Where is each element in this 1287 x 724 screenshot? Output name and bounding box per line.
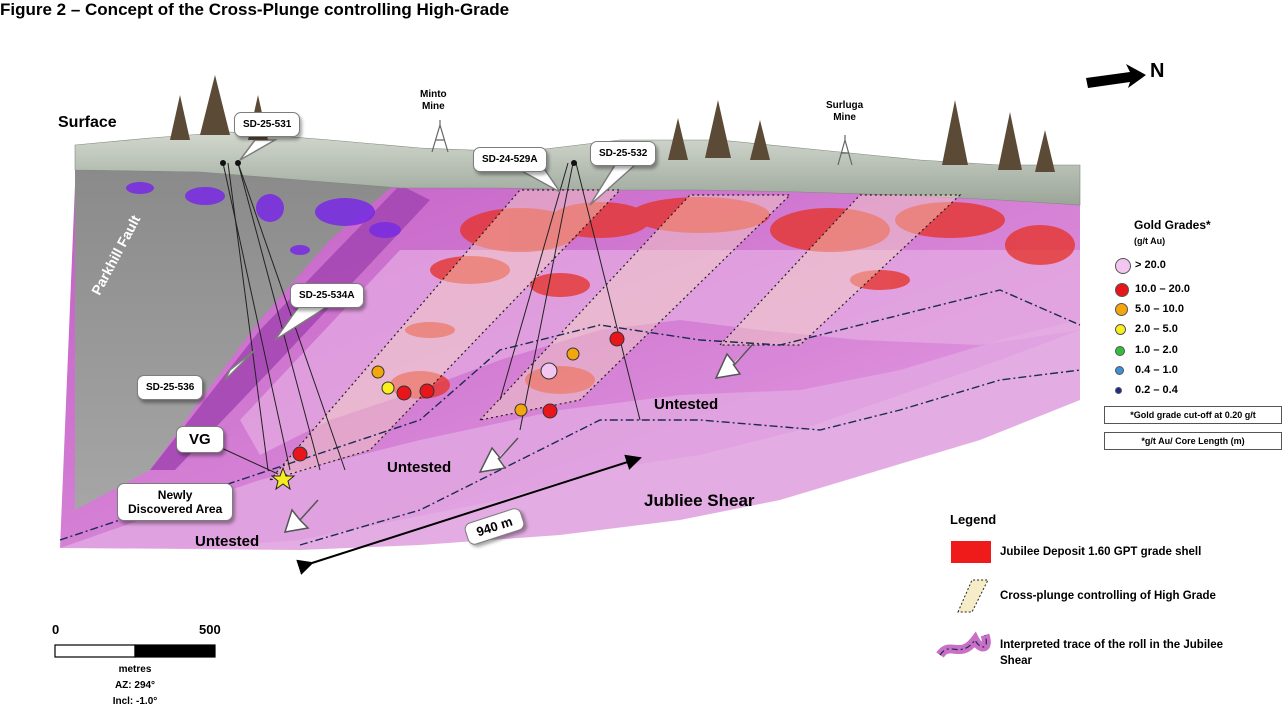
grade-legend-title: Gold Grades* (1134, 218, 1211, 232)
grade-dot (1115, 258, 1131, 274)
azimuth: AZ: 294° (75, 680, 195, 691)
grade-legend-item: > 20.0 (1135, 258, 1166, 272)
legend-cross-plunge: Cross-plunge controlling of High Grade (1000, 588, 1216, 604)
grade-unit-note: *g/t Au/ Core Length (m) (1104, 432, 1282, 450)
untested-label-3: Untested (654, 396, 718, 413)
untested-label-1: Untested (195, 533, 259, 550)
grade-legend-item: 1.0 – 2.0 (1135, 343, 1178, 357)
drillhole-callout: SD-25-532 (590, 141, 656, 166)
drillhole-callout: SD-25-536 (137, 375, 203, 400)
grade-legend-item: 0.4 – 1.0 (1135, 363, 1178, 377)
grade-legend-item: 0.2 – 0.4 (1135, 383, 1178, 397)
legend-title: Legend (950, 512, 996, 527)
grade-legend-item: 10.0 – 20.0 (1135, 282, 1190, 296)
north-arrow-icon (1086, 64, 1146, 88)
grade-cutoff-note: *Gold grade cut-off at 0.20 g/t (1104, 406, 1282, 424)
scale-max: 500 (199, 622, 221, 637)
scale-zero: 0 (52, 622, 59, 637)
grade-dot (1115, 283, 1129, 297)
scale-unit: metres (75, 664, 195, 675)
inclination: Incl: -1.0° (75, 696, 195, 707)
surface-label: Surface (58, 114, 117, 132)
surluga-mine-label: Surluga Mine (826, 100, 863, 124)
grade-dot (1115, 324, 1126, 335)
grade-dot (1115, 346, 1125, 356)
drillhole-callout: SD-25-534A (290, 283, 364, 308)
north-label: N (1150, 60, 1164, 83)
legend-roll-trace: Interpreted trace of the roll in the Jub… (1000, 637, 1230, 669)
minto-mine-label: Minto Mine (420, 89, 447, 113)
drillhole-callout: SD-25-531 (234, 112, 300, 137)
grade-legend-item: 2.0 – 5.0 (1135, 322, 1178, 336)
newly-discovered-callout: Newly Discovered Area (117, 483, 233, 521)
vg-callout: VG (176, 426, 224, 453)
drillhole-callout: SD-24-529A (473, 147, 547, 172)
shear-label: Jubliee Shear (644, 491, 755, 511)
untested-label-2: Untested (387, 459, 451, 476)
legend-grade-shell: Jubilee Deposit 1.60 GPT grade shell (1000, 544, 1201, 560)
grade-dot (1115, 387, 1122, 394)
grade-legend-unit: (g/t Au) (1134, 236, 1165, 246)
grade-dot (1115, 366, 1124, 375)
grade-legend-item: 5.0 – 10.0 (1135, 302, 1184, 316)
grade-dot (1115, 303, 1128, 316)
